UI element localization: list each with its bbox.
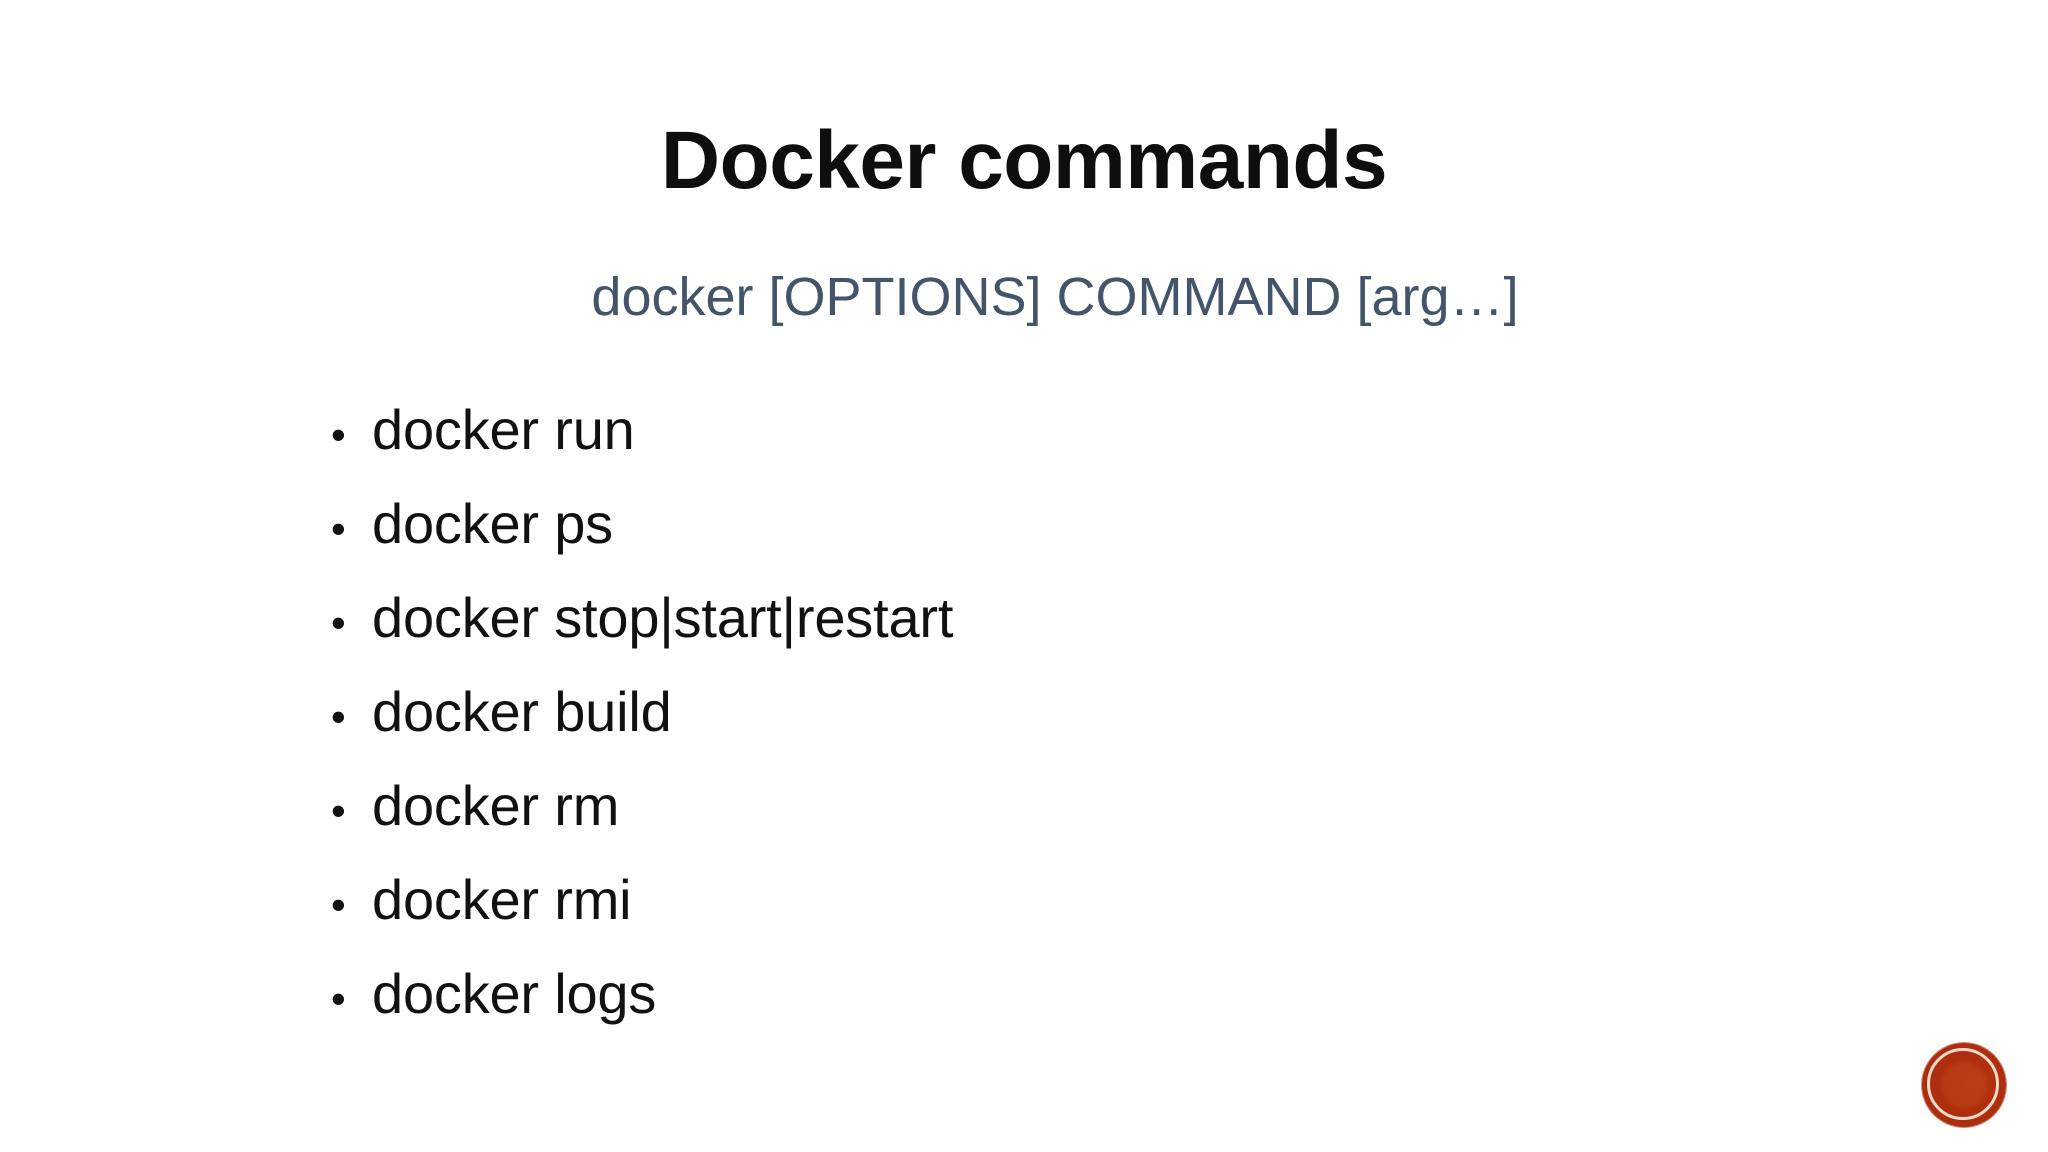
command-syntax-subtitle: docker [OPTIONS] COMMAND [arg…] — [591, 267, 1519, 327]
list-item-label: docker logs — [372, 962, 657, 1025]
list-item-label: docker rmi — [372, 868, 632, 931]
list-item: • docker rmi — [322, 853, 953, 947]
list-item: • docker run — [322, 383, 953, 477]
list-item: • docker rm — [322, 759, 953, 853]
logo-ring — [1927, 1048, 1999, 1120]
list-item: • docker ps — [322, 477, 953, 571]
docker-command-list: • docker run • docker ps • docker stop|start|… — [322, 383, 953, 1041]
page-title: Docker commands — [660, 115, 1388, 206]
bullet-point-icon: • — [331, 975, 346, 1022]
list-item-label: docker build — [372, 680, 672, 743]
list-item-label: docker rm — [372, 774, 620, 837]
list-item: • docker logs — [322, 947, 953, 1041]
bullet-point-icon: • — [331, 411, 346, 458]
list-item: • docker build — [322, 665, 953, 759]
bullet-point-icon: • — [331, 505, 346, 552]
list-item: • docker stop|start|restart — [322, 571, 953, 665]
bullet-point-icon: • — [331, 787, 346, 834]
circular-logo-watermark — [1922, 1043, 2006, 1127]
bullet-point-icon: • — [331, 693, 346, 740]
list-item-label: docker ps — [372, 492, 613, 555]
list-item-label: docker stop|start|restart — [372, 586, 954, 649]
bullet-point-icon: • — [331, 599, 346, 646]
bullet-point-icon: • — [331, 881, 346, 928]
list-item-label: docker run — [372, 398, 635, 461]
